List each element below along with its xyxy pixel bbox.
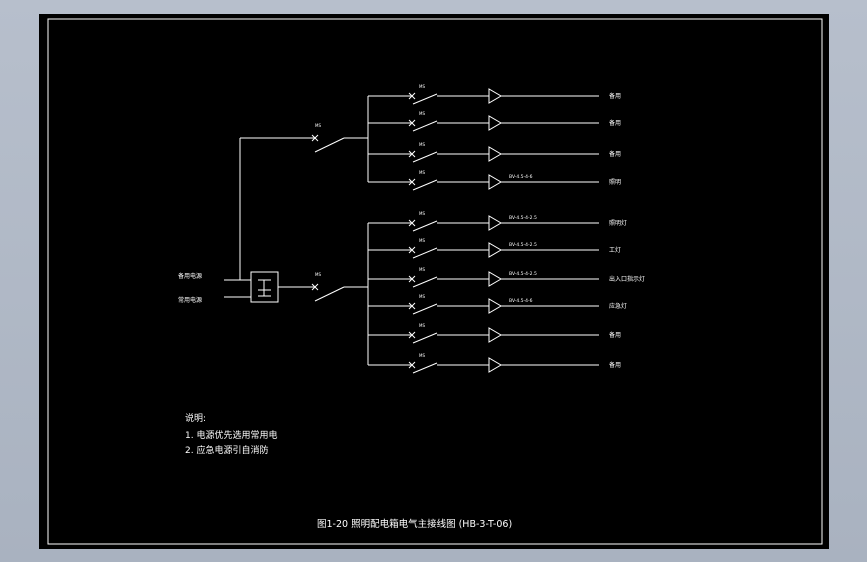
upper-branch-3-load-label: 备用 <box>609 150 621 158</box>
lower-branch-3-triangle <box>488 271 502 287</box>
inner-frame <box>47 18 823 545</box>
lower-branch-4-load-label: 应急灯 <box>609 302 627 310</box>
lower-branch-2-triangle <box>488 242 502 258</box>
upper-branch-1-breaker-x2 <box>408 92 416 100</box>
lower-branch-6-breaker-label: MS <box>419 353 425 358</box>
branch-circuits: MS 备用 MS 备用 MS 备用 MS BV-4.5-4-6 照明 MS BV-4.5-4-2.5… <box>368 84 645 374</box>
upper-branch-2-switch-blade <box>412 120 438 132</box>
lower-branch-2-breaker-label: MS <box>419 238 425 243</box>
upper-branch-4-breaker-x2 <box>408 178 416 186</box>
upper-branch-3-breaker-x2 <box>408 150 416 158</box>
lower-branch-4-switch-blade <box>412 303 438 315</box>
lower-main-breaker-label: MS <box>315 272 321 277</box>
upper-branch-4-switch-blade <box>412 179 438 191</box>
lower-branch-1-switch-blade <box>412 220 438 232</box>
lower-branch-5-breaker-label: MS <box>419 323 425 328</box>
upper-branch-1-triangle <box>488 88 502 104</box>
upper-branch-2-load-label: 备用 <box>609 119 621 127</box>
lower-branch-3-breaker-label: MS <box>419 267 425 272</box>
lower-branch-4-triangle <box>488 298 502 314</box>
drawing-sheet: MS MS 备用电源 常用电源 MS 备用 MS 备用 MS 备用 MS BV-4.5-4-6… <box>39 14 829 549</box>
lower-branch-1-breaker-x2 <box>408 219 416 227</box>
lower-branch-2-switch-blade <box>412 247 438 259</box>
upper-main-breaker <box>309 134 368 153</box>
upper-branch-2-breaker-x2 <box>408 119 416 127</box>
upper-branch-1-switch-blade <box>412 93 438 105</box>
lower-branch-2-load-label: 工灯 <box>609 246 621 254</box>
upper-main-breaker-label: MS <box>315 123 321 128</box>
upper-branch-4-cable-label: BV-4.5-4-6 <box>509 174 533 180</box>
lower-branch-2-cable-label: BV-4.5-4-2.5 <box>509 242 537 248</box>
lower-branch-6-switch-blade <box>412 362 438 374</box>
upper-branch-3-switch-blade <box>412 151 438 163</box>
lower-branch-4-cable-label: BV-4.5-4-6 <box>509 298 533 304</box>
upper-branch-2-triangle <box>488 115 502 131</box>
drawing-caption: 图1-20 照明配电箱电气主接线图 (HB-3-T-06) <box>317 518 512 530</box>
upper-branch-1-load-label: 备用 <box>609 92 621 100</box>
source-main-label: 备用电源 <box>178 272 202 280</box>
lower-branch-4-breaker-label: MS <box>419 294 425 299</box>
upper-branch-4-load-label: 照明 <box>609 179 621 186</box>
lower-branch-1-breaker-label: MS <box>419 211 425 216</box>
lower-branch-5-switch-blade <box>412 332 438 344</box>
lower-branch-3-breaker-x2 <box>408 275 416 283</box>
lower-branch-3-switch-blade <box>412 276 438 288</box>
upper-branch-4-triangle <box>488 174 502 190</box>
source-backup-label: 常用电源 <box>178 296 202 304</box>
lower-main-breaker <box>309 283 368 302</box>
lower-branch-6-triangle <box>488 357 502 373</box>
upper-branch-1-breaker-label: MS <box>419 84 425 89</box>
wiring-diagram: MS MS 备用电源 常用电源 MS 备用 MS 备用 MS 备用 MS BV-4.5-4-6… <box>47 18 823 545</box>
lower-branch-5-triangle <box>488 327 502 343</box>
upper-branch-2-breaker-label: MS <box>419 111 425 116</box>
notes-title: 说明: <box>185 412 206 424</box>
lower-branch-1-load-label: 照明灯 <box>609 219 627 227</box>
lower-branch-3-load-label: 出入口指示灯 <box>609 275 645 283</box>
lower-branch-5-breaker-x2 <box>408 331 416 339</box>
lower-branch-1-cable-label: BV-4.5-4-2.5 <box>509 215 537 221</box>
lower-branch-3-cable-label: BV-4.5-4-2.5 <box>509 271 537 277</box>
lower-branch-1-triangle <box>488 215 502 231</box>
upper-branch-3-triangle <box>488 146 502 162</box>
lower-branch-6-breaker-x2 <box>408 361 416 369</box>
lower-branch-5-load-label: 备用 <box>609 331 621 339</box>
changeover-switch <box>224 271 309 303</box>
note-line-2: 2. 应急电源引自消防 <box>185 444 268 456</box>
upper-branch-3-breaker-label: MS <box>419 142 425 147</box>
lower-branch-4-breaker-x2 <box>408 302 416 310</box>
lower-branch-2-breaker-x2 <box>408 246 416 254</box>
upper-branch-4-breaker-label: MS <box>419 170 425 175</box>
lower-branch-6-load-label: 备用 <box>609 361 621 369</box>
note-line-1: 1. 电源优先选用常用电 <box>185 429 277 441</box>
